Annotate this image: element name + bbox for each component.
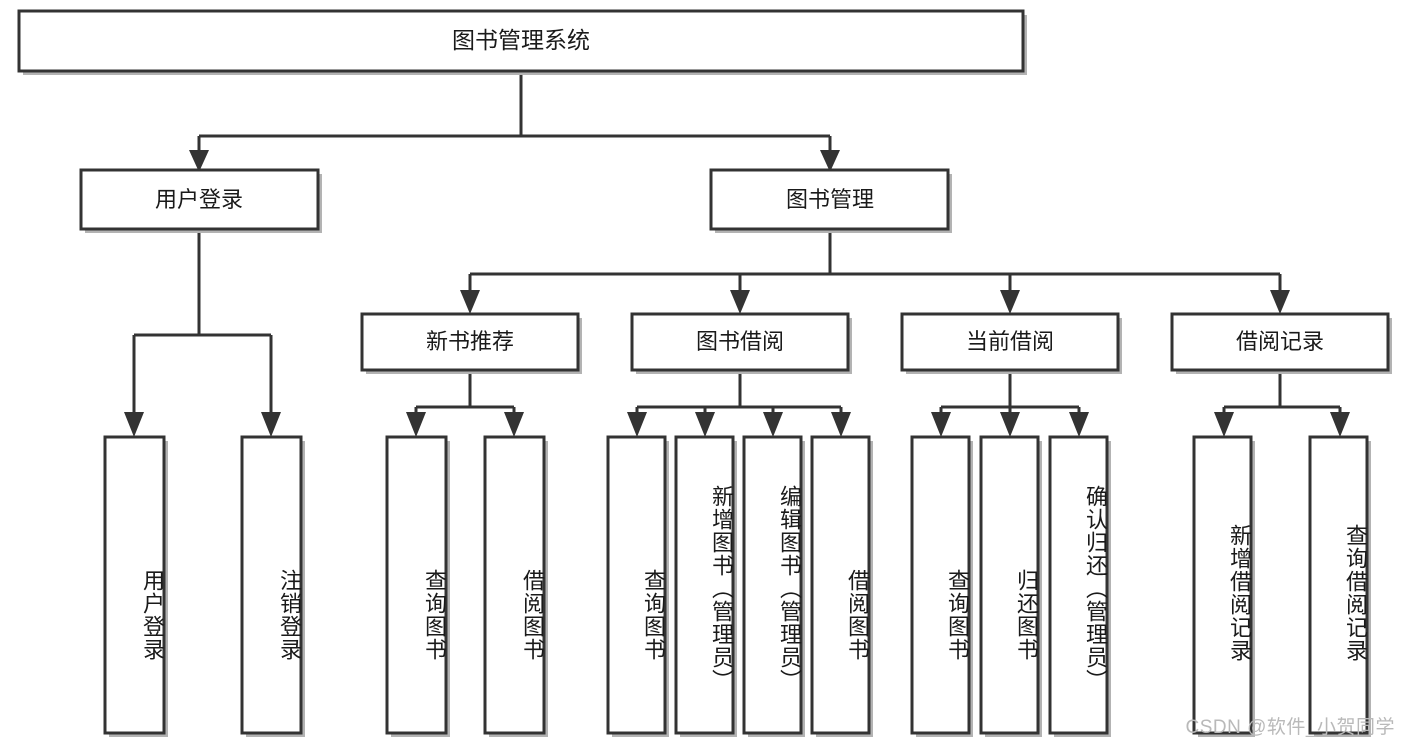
arrow-to-leaf-return-book [1000, 412, 1020, 437]
arrow-to-leaf-borrow-book-2 [831, 412, 851, 437]
node-user-login-label: 用户登录 [155, 187, 243, 212]
arrow-to-leaf-logout [261, 412, 281, 437]
arrow-to-new-book-rec [460, 290, 480, 314]
node-book-manage[interactable]: 图书管理 [709, 168, 952, 233]
leaf-edit-book-box[interactable] [742, 435, 803, 735]
arrow-to-leaf-user-login [124, 412, 144, 437]
leaf-return-book-box[interactable] [979, 435, 1040, 735]
arrow-to-book-borrow [730, 290, 750, 314]
node-root[interactable]: 图书管理系统 [17, 9, 1027, 75]
node-root-label: 图书管理系统 [452, 27, 590, 53]
node-book-manage-box[interactable] [709, 168, 950, 231]
node-borrow-record-box[interactable] [1170, 312, 1390, 372]
leaf-query-book-1-box[interactable] [385, 435, 448, 735]
node-new-book-rec[interactable]: 新书推荐 [360, 312, 582, 374]
leaf-user-login-box[interactable] [103, 435, 166, 735]
arrow-to-leaf-edit-book [763, 412, 783, 437]
node-root-box[interactable] [17, 9, 1025, 73]
node-current-borrow[interactable]: 当前借阅 [900, 312, 1122, 374]
arrow-to-book-manage [820, 150, 840, 172]
arrow-to-current-borrow [1000, 290, 1020, 314]
node-book-borrow-box[interactable] [630, 312, 850, 372]
leaf-query-book-2-box[interactable] [606, 435, 667, 735]
node-borrow-record-label: 借阅记录 [1236, 329, 1324, 354]
node-book-borrow-label: 图书借阅 [696, 329, 784, 354]
connector-layer [124, 71, 1350, 437]
arrow-to-leaf-query-book-3 [931, 412, 951, 437]
node-new-book-rec-label: 新书推荐 [426, 329, 514, 354]
arrow-to-user-login [189, 150, 209, 172]
leaf-add-book-box[interactable] [674, 435, 735, 735]
leaf-add-record-box[interactable] [1192, 435, 1253, 735]
node-user-login[interactable]: 用户登录 [79, 168, 322, 233]
leaf-borrow-book-1-box[interactable] [483, 435, 546, 735]
leaf-logout-box[interactable] [240, 435, 303, 735]
leaf-box-layer [103, 435, 1371, 737]
arrow-to-borrow-record [1270, 290, 1290, 314]
arrow-to-leaf-query-book-1 [406, 412, 426, 437]
node-book-borrow[interactable]: 图书借阅 [630, 312, 852, 374]
leaf-query-book-3-box[interactable] [910, 435, 971, 735]
arrow-to-leaf-query-record [1330, 412, 1350, 437]
node-current-borrow-box[interactable] [900, 312, 1120, 372]
leaf-borrow-book-2-box[interactable] [810, 435, 871, 735]
arrow-to-leaf-add-book [695, 412, 715, 437]
node-user-login-box[interactable] [79, 168, 320, 231]
arrow-to-leaf-borrow-book-1 [504, 412, 524, 437]
node-new-book-rec-box[interactable] [360, 312, 580, 372]
node-book-manage-label: 图书管理 [786, 187, 874, 212]
watermark-text: CSDN @软件_小贺同学 [1185, 717, 1395, 738]
node-borrow-record[interactable]: 借阅记录 [1170, 312, 1392, 374]
leaf-confirm-return-box[interactable] [1048, 435, 1109, 735]
leaf-query-record-box[interactable] [1308, 435, 1369, 735]
node-current-borrow-label: 当前借阅 [966, 329, 1054, 354]
arrow-to-leaf-query-book-2 [627, 412, 647, 437]
arrow-to-leaf-confirm-return [1069, 412, 1089, 437]
arrow-to-leaf-add-record [1214, 412, 1234, 437]
